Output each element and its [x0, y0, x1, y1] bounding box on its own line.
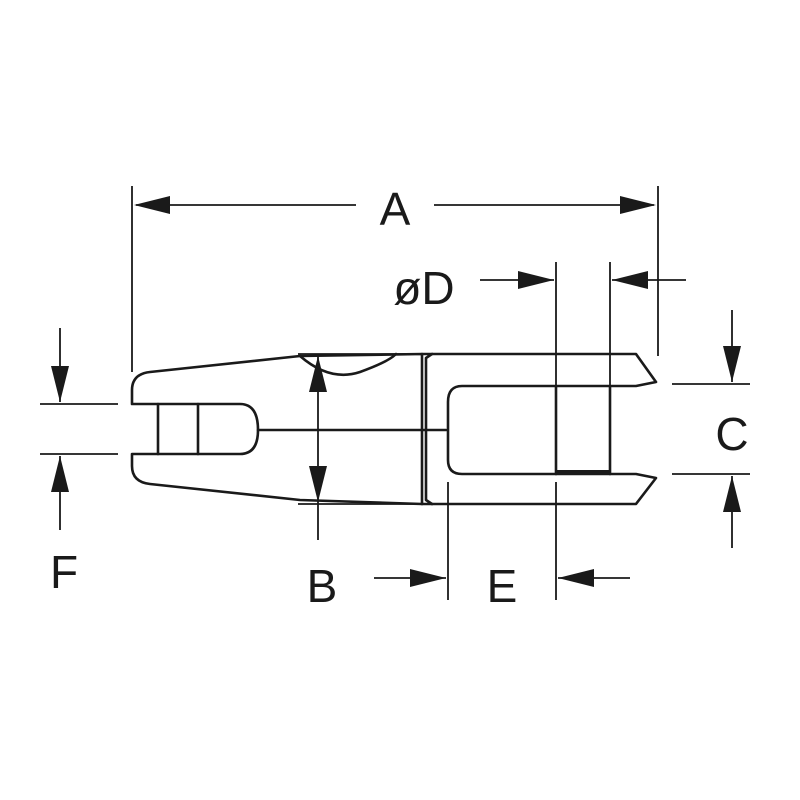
label-a: A [380, 183, 411, 235]
arrow-a-left [134, 196, 170, 214]
fork-pin-lines [554, 384, 612, 476]
dimension-b: B [298, 353, 422, 612]
junction-lines [420, 352, 434, 506]
label-f: F [50, 546, 78, 598]
dimension-a: A [131, 183, 659, 372]
arrow-a-right [620, 196, 656, 214]
dimension-e: E [374, 482, 630, 612]
left-body-outline [130, 352, 424, 506]
left-slot-pin-lines [156, 402, 200, 456]
dimension-c: C [672, 310, 750, 548]
dimension-f: F [40, 328, 118, 598]
label-c: C [715, 408, 748, 460]
arrow-e-right [558, 569, 594, 587]
arrow-d-right [612, 271, 648, 289]
arrow-f-top [51, 366, 69, 402]
arrow-b-bottom [309, 466, 327, 502]
arrow-b-top [309, 356, 327, 392]
label-e: E [487, 560, 518, 612]
label-b: B [307, 560, 338, 612]
arrow-e-left [410, 569, 446, 587]
arrow-d-left [518, 271, 554, 289]
arrow-f-bottom [51, 456, 69, 492]
right-fork-outline [430, 352, 658, 506]
label-d: øD [393, 262, 454, 314]
arrow-c-top [723, 346, 741, 382]
arrow-c-bottom [723, 476, 741, 512]
dimension-d: øD [393, 262, 686, 386]
swivel-connector-part [130, 352, 658, 506]
